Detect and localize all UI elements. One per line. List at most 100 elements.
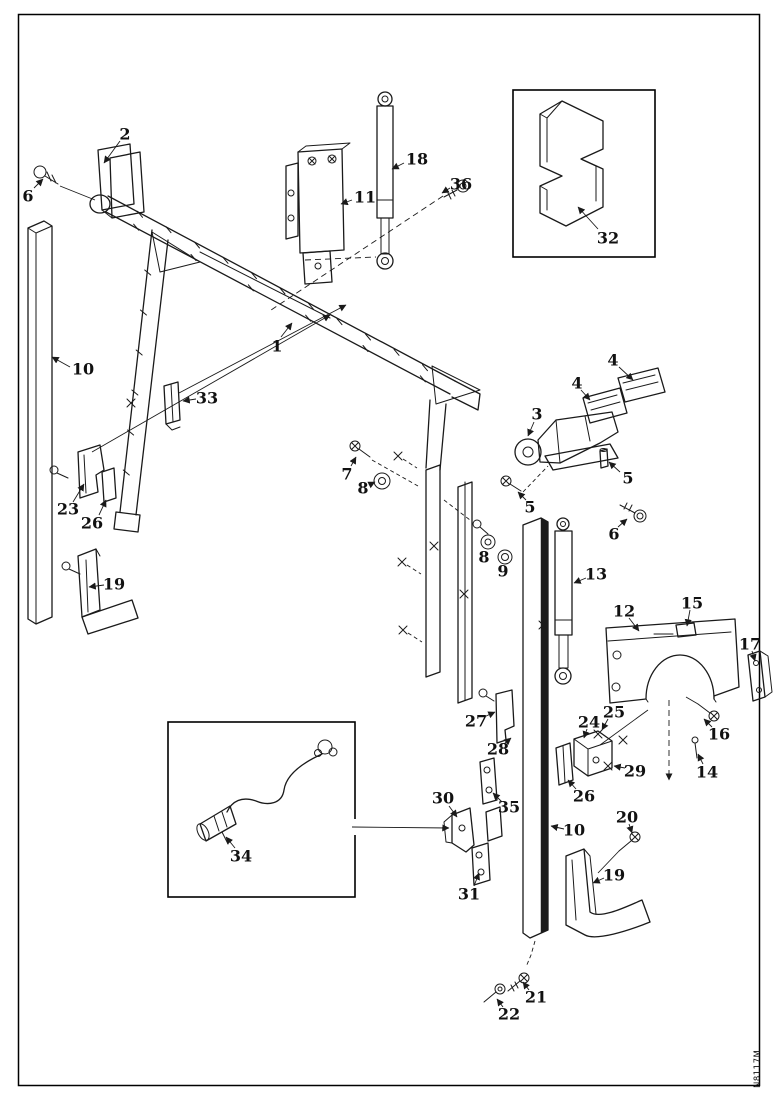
callout-10: 10 — [563, 821, 585, 840]
callout-25: 25 — [603, 703, 625, 722]
harness-location-line — [351, 824, 450, 832]
callout-20: 20 — [616, 808, 638, 827]
part-bracket-19-right — [565, 848, 651, 938]
inset-box-32 — [512, 89, 656, 258]
callout-leader-16 — [703, 718, 713, 728]
callout-leader-1 — [280, 322, 293, 338]
part-bolt-5-left — [500, 465, 549, 493]
fastener-mark — [126, 398, 136, 408]
callout-leader-10 — [550, 824, 565, 832]
callout-34: 34 — [230, 847, 252, 866]
callout-leader-3 — [527, 421, 535, 437]
callout-leader-24 — [582, 728, 590, 739]
callout-36: 36 — [450, 175, 472, 194]
callout-leader-32 — [577, 206, 599, 230]
callout-30: 30 — [432, 789, 454, 808]
part-bolt-22 — [483, 983, 506, 1003]
callout-leader-25 — [601, 718, 609, 731]
callout-leader-31 — [473, 872, 480, 887]
part-pad-4-right — [617, 367, 666, 403]
callout-leader-11 — [340, 198, 353, 206]
callout-leader-5 — [608, 461, 621, 473]
callout-17: 17 — [739, 635, 761, 654]
part-rear-post-10-right — [522, 517, 549, 968]
figure-border — [17, 13, 761, 1087]
callout-8: 8 — [478, 548, 489, 567]
part-pad-4-left — [582, 387, 628, 424]
part-bolt-36 — [443, 179, 470, 200]
callout-5: 5 — [524, 498, 535, 517]
frame-slats — [425, 464, 473, 704]
figure-code: N8117M — [753, 1050, 763, 1088]
callout-15: 15 — [681, 594, 703, 613]
callout-leader-13 — [573, 577, 587, 584]
callout-13: 13 — [585, 565, 607, 584]
callout-26: 26 — [573, 787, 595, 806]
callout-leader-5 — [517, 491, 527, 501]
callout-leader-8 — [367, 481, 376, 489]
callout-leader-26 — [98, 499, 107, 516]
callout-leader-4 — [618, 366, 634, 381]
callout-14: 14 — [696, 763, 718, 782]
callout-leader-4 — [580, 389, 591, 401]
callout-leader-26 — [567, 779, 577, 790]
callout-33: 33 — [196, 389, 218, 408]
part-pin-5-right — [599, 448, 609, 469]
callout-8: 8 — [357, 479, 368, 498]
callout-1: 1 — [271, 337, 282, 356]
inset-box-34 — [167, 721, 450, 898]
part-pin-14 — [691, 736, 699, 759]
part-mount-bracket-2 — [97, 143, 145, 219]
part-plate-26-left — [101, 467, 117, 503]
callout-leader-18 — [391, 162, 405, 170]
callout-19: 19 — [103, 575, 125, 594]
callout-leader-17 — [749, 650, 757, 662]
callout-27: 27 — [465, 712, 487, 731]
callout-leader-10 — [51, 356, 71, 368]
hatch-marks-layer — [122, 210, 428, 476]
part-plate-31 — [471, 842, 491, 886]
fastener-mark — [538, 620, 548, 630]
fastener-mark — [398, 625, 408, 635]
callout-leader-22 — [496, 998, 504, 1008]
part-bolt-16 — [685, 696, 720, 722]
fastener-mark — [429, 541, 439, 551]
frame-left-legs — [113, 229, 201, 533]
callout-leader-2 — [103, 140, 121, 164]
part-clip-27-28 — [478, 688, 515, 744]
fastener-mark — [593, 729, 603, 739]
part-hinge-block-24 — [573, 730, 613, 777]
callout-leader-12 — [628, 617, 640, 632]
callout-2: 2 — [119, 125, 130, 144]
part-gas-strut-13 — [554, 517, 573, 685]
fastener-mark — [393, 451, 403, 461]
callout-4: 4 — [607, 351, 618, 370]
callout-5: 5 — [622, 469, 633, 488]
callout-31: 31 — [458, 885, 480, 904]
callout-leader-20 — [626, 823, 634, 834]
part-channel-26-right — [555, 742, 574, 786]
callout-21: 21 — [525, 988, 547, 1007]
part-bolt-6-right — [619, 502, 647, 523]
hinge-mount-line — [599, 709, 649, 746]
callout-4: 4 — [571, 374, 582, 393]
callout-24: 24 — [578, 713, 600, 732]
part-hardware-8-9 — [443, 499, 513, 565]
callout-18: 18 — [406, 150, 428, 169]
callout-6: 6 — [22, 187, 33, 206]
part-harness-34 — [196, 739, 338, 845]
callout-10: 10 — [72, 360, 94, 379]
fastener-tick-layer — [126, 398, 628, 771]
part-bolt-7 — [349, 440, 371, 458]
mount-line-33 — [178, 304, 347, 394]
fastener-mark — [618, 735, 628, 745]
callout-32: 32 — [597, 229, 619, 248]
part-fender-panel-12 — [605, 618, 740, 704]
mount-line-23 — [91, 314, 331, 453]
callout-23: 23 — [57, 500, 79, 519]
callout-leader-23 — [72, 483, 85, 503]
part-gas-strut-18 — [376, 91, 394, 270]
callout-leader-21 — [522, 981, 530, 991]
